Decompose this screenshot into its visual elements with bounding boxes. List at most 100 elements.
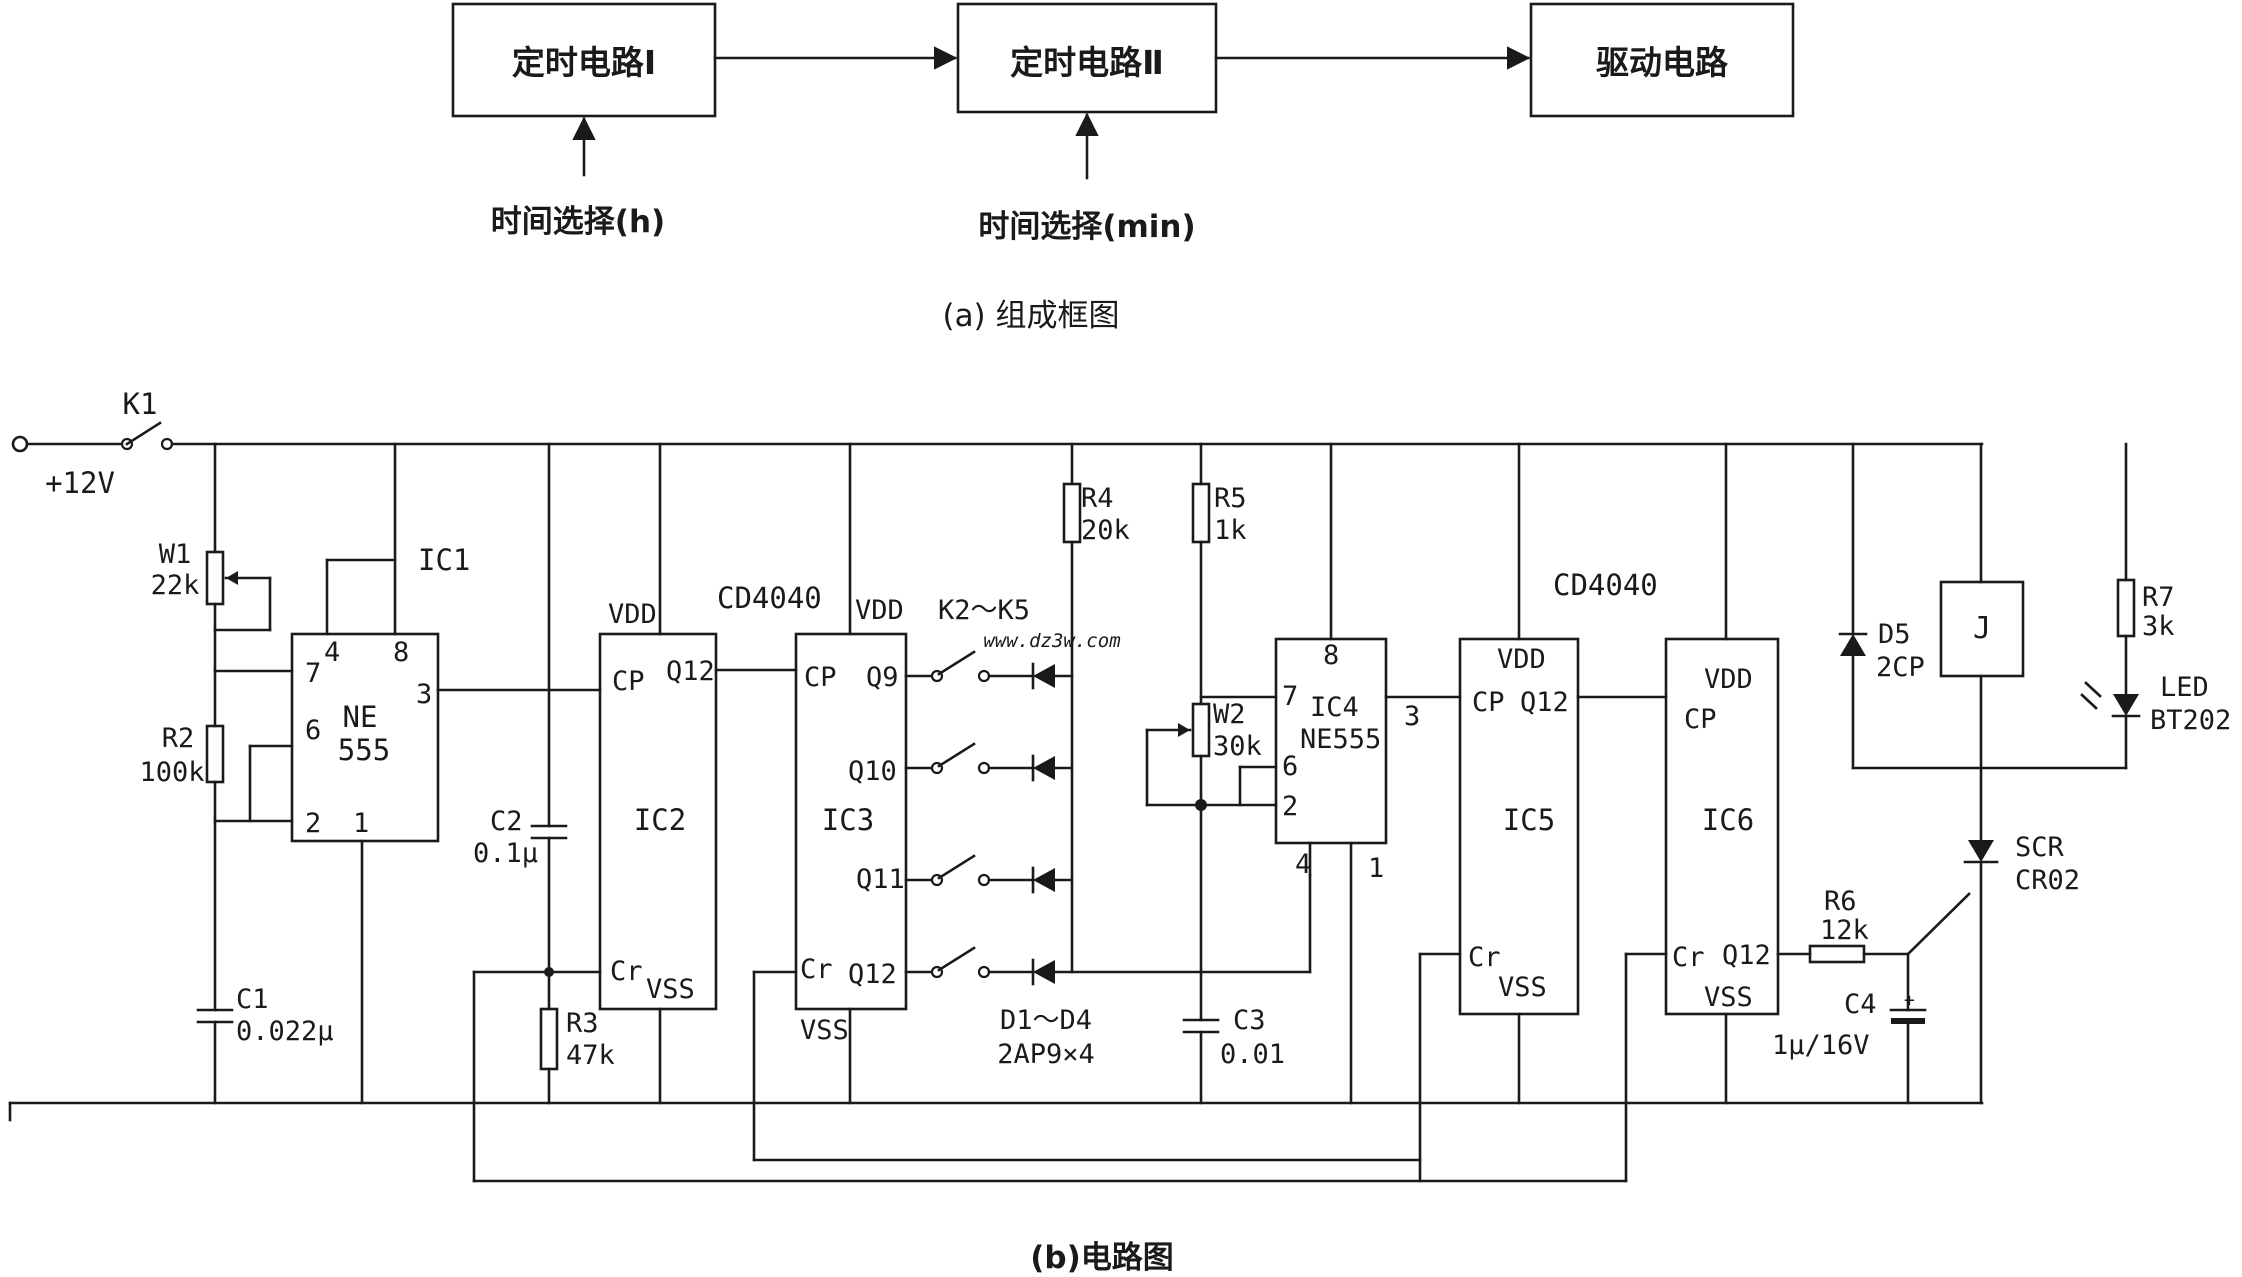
ic4-pin-2: 2 <box>1282 791 1298 822</box>
ic1-label: IC1 <box>418 543 470 577</box>
watermark: www.dz3w.com <box>983 630 1120 652</box>
ic6-vss: VSS <box>1704 982 1753 1013</box>
ic4-pin-1: 1 <box>1368 853 1384 884</box>
reset-bus <box>472 952 1628 1183</box>
ic3-vss: VSS <box>800 1015 849 1046</box>
ic3-q10: Q10 <box>848 756 897 787</box>
w1-value: 22k <box>151 570 200 601</box>
block-timer-2-label: 定时电路Ⅱ <box>1010 43 1164 82</box>
ic2-label: IC2 <box>634 803 686 837</box>
potentiometer-w1 <box>205 550 225 606</box>
switch-k4 <box>937 854 976 880</box>
ic5-label: IC5 <box>1503 803 1555 837</box>
c4-name: C4 <box>1844 989 1877 1020</box>
ic3-q9: Q9 <box>866 662 899 693</box>
ic4-pin-4: 4 <box>1295 849 1311 880</box>
r2-value: 100k <box>139 757 204 788</box>
relay-label: J <box>1973 611 1991 646</box>
c3-value: 0.01 <box>1220 1039 1285 1070</box>
ic3-q12: Q12 <box>848 959 897 990</box>
ic3-cd4040: VDD CP Q9 Q10 IC3 Q11 Cr Q12 VSS <box>752 442 908 1105</box>
scr-part: CR02 <box>2015 865 2080 896</box>
caption-a: (a) 组成框图 <box>942 298 1119 334</box>
resistor-r5 <box>1191 482 1211 544</box>
r5-name: R5 <box>1214 483 1247 514</box>
ground-rail <box>8 1101 1984 1122</box>
c1-value: 0.022μ <box>236 1016 334 1047</box>
c1-name: C1 <box>236 984 269 1015</box>
block-diagram: 定时电路Ⅰ 定时电路Ⅱ 驱动电路 时间选择(h) 时间选择(min) (a) 组… <box>451 2 1795 334</box>
caption-b: (b)电路图 <box>1030 1240 1174 1276</box>
ic1-pin-8: 8 <box>393 637 409 668</box>
ic5-cp: CP <box>1472 687 1505 718</box>
r7-value: 3k <box>2142 611 2175 642</box>
block-timer-1 <box>451 2 717 118</box>
ic4-label: IC4 <box>1310 692 1359 723</box>
switch-k1 <box>125 421 162 446</box>
ic5-vdd: VDD <box>1497 644 1546 675</box>
ic6-body <box>1664 637 1780 1016</box>
switch-k5 <box>937 946 976 972</box>
ic5-q12: Q12 <box>1520 687 1569 718</box>
ic2-vdd: VDD <box>608 599 657 630</box>
diodes-part: 2AP9×4 <box>997 1039 1095 1070</box>
ic2-q12: Q12 <box>666 656 715 687</box>
ic5-part: CD4040 <box>1553 568 1658 602</box>
r3-value: 47k <box>566 1040 615 1071</box>
ic3-cp: CP <box>804 662 837 693</box>
ic1-pin-2: 2 <box>305 808 321 839</box>
diode-d2 <box>1033 756 1055 780</box>
relay-stage: D5 2CP J R7 3k LED BT202 <box>1838 442 2231 842</box>
ic6-label: IC6 <box>1702 803 1754 837</box>
ic1-ne555: IC1 NE 555 7 4 8 3 6 2 1 <box>290 442 602 1105</box>
ic1-pin-4: 4 <box>324 637 340 668</box>
ic4-pin-6: 6 <box>1282 751 1298 782</box>
ic6-cp: CP <box>1684 704 1717 735</box>
r6-name: R6 <box>1824 886 1857 917</box>
diode-d5 <box>1840 634 1866 656</box>
scr-name: SCR <box>2015 832 2065 863</box>
supply-terminal <box>11 435 29 453</box>
switch-k1-label: K1 <box>123 387 158 421</box>
led-bt202 <box>2113 694 2139 716</box>
resistor-r4 <box>1062 482 1082 544</box>
r6-value: 12k <box>1820 915 1869 946</box>
c2-value: 0.1μ <box>473 838 538 869</box>
ic2-cr: Cr <box>610 956 643 987</box>
ic5-vss: VSS <box>1498 972 1547 1003</box>
block-timer-1-label: 定时电路Ⅰ <box>512 43 656 82</box>
ic5-cd4040: CD4040 VDD CP Q12 IC5 Cr VSS <box>1418 442 1668 1105</box>
switch-k2 <box>937 650 976 676</box>
diode-d4 <box>1033 960 1055 984</box>
resistor-r2 <box>205 724 225 784</box>
timing-network-1: W1 22k R2 100k C1 0.022μ <box>139 442 334 1105</box>
led-part: BT202 <box>2150 705 2231 736</box>
ic1-pin-1: 1 <box>353 808 369 839</box>
ic4-ne555: 8 7 IC4 NE555 6 2 4 1 3 <box>1274 442 1462 1105</box>
diode-d3 <box>1033 868 1055 892</box>
potentiometer-w2 <box>1191 702 1211 758</box>
resistor-r7 <box>2116 578 2136 638</box>
led-name: LED <box>2160 672 2209 703</box>
ic2-cd4040: CD4040 VDD CP Q12 IC2 Cr VSS <box>598 442 822 1105</box>
ic6-q12: Q12 <box>1722 940 1771 971</box>
ic3-label: IC3 <box>822 803 874 837</box>
timing-network-2: R5 1k W2 30k C3 0.01 <box>1145 442 1285 1105</box>
r2-name: R2 <box>162 723 195 754</box>
c2-name: C2 <box>490 806 523 837</box>
ic3-vdd: VDD <box>855 595 904 626</box>
r4-name: R4 <box>1081 483 1114 514</box>
ic4-name: NE555 <box>1300 724 1381 755</box>
switch-k3 <box>937 742 976 768</box>
r3-name: R3 <box>566 1008 599 1039</box>
c4-value: 1μ/16V <box>1772 1030 1870 1061</box>
ic2-vss: VSS <box>646 974 695 1005</box>
input-label-min: 时间选择(min) <box>978 209 1195 245</box>
ic3-q11: Q11 <box>856 864 905 895</box>
r7-name: R7 <box>2142 582 2175 613</box>
ic1-name-2: 555 <box>338 733 390 767</box>
reset-network: C2 0.1μ R3 47k <box>472 442 615 1105</box>
circuit: K1 +12V IC1 NE 555 7 4 8 3 6 <box>8 387 2231 1276</box>
c3-name: C3 <box>1233 1005 1266 1036</box>
